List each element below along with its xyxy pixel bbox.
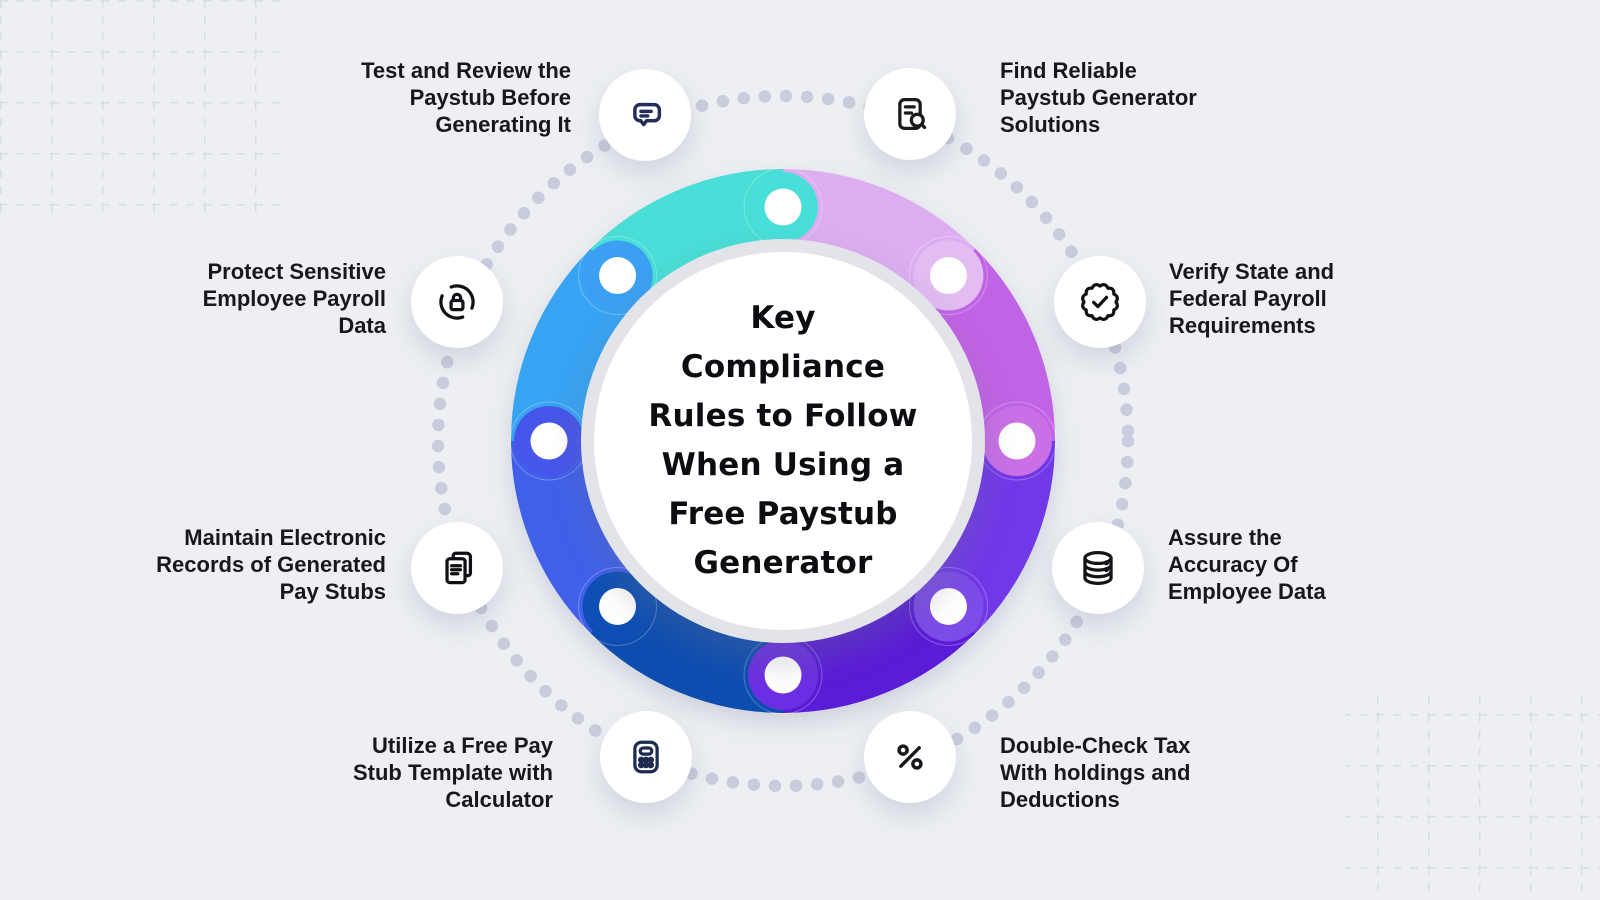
ring-node-dot <box>599 257 637 295</box>
grid-bottom-right <box>1345 688 1600 900</box>
label-assure-accuracy: Assure the Accuracy Of Employee Data <box>1168 524 1326 605</box>
label-line: Paystub Before <box>409 85 571 110</box>
badge-assure-accuracy <box>1052 522 1144 614</box>
ring-node-dot <box>998 422 1036 460</box>
label-line: Double-Check Tax <box>1000 733 1191 758</box>
label-line: Employee Data <box>1168 579 1326 604</box>
label-line: Test and Review the <box>361 58 571 83</box>
dotted-circle <box>431 89 1135 793</box>
badge-check-icon <box>1081 283 1119 321</box>
label-line: Records of Generated <box>156 552 386 577</box>
database-icon <box>1083 551 1113 585</box>
center-title: Key Compliance Rules to Follow When Usin… <box>594 252 972 630</box>
label-line: Generating It <box>435 112 571 137</box>
label-line: Requirements <box>1169 313 1316 338</box>
percent-icon <box>897 744 923 770</box>
ring-node-dot <box>530 422 568 460</box>
title-line: Rules to Follow <box>648 398 918 434</box>
label-line: Data <box>338 313 386 338</box>
ring-node-dot <box>599 587 637 625</box>
label-double-check-tax: Double-Check Tax With holdings and Deduc… <box>1000 732 1190 813</box>
node-hairline <box>578 236 658 316</box>
title-line: Free Paystub <box>668 496 898 532</box>
label-maintain-records: Maintain Electronic Records of Generated… <box>156 524 386 605</box>
label-line: Utilize a Free Pay <box>372 733 553 758</box>
title-line: Generator <box>693 545 873 581</box>
calculator-icon <box>633 740 659 774</box>
label-line: Employee Payroll <box>202 286 386 311</box>
center-circle: Key Compliance Rules to Follow When Usin… <box>581 239 985 643</box>
label-line: Federal Payroll <box>1169 286 1327 311</box>
label-find-reliable: Find Reliable Paystub Generator Solution… <box>1000 57 1197 138</box>
label-line: With holdings and <box>1000 760 1191 785</box>
badge-double-check-tax <box>864 711 956 803</box>
label-line: Accuracy Of <box>1168 552 1298 577</box>
node-hairline <box>908 236 988 316</box>
label-line: Maintain Electronic <box>184 525 386 550</box>
label-line: Calculator <box>445 787 553 812</box>
ring-node-dot <box>929 587 967 625</box>
label-line: Paystub Generator <box>1000 85 1197 110</box>
badge-protect-data <box>411 256 503 348</box>
document-search-icon <box>898 97 927 131</box>
node-hairline <box>578 566 658 646</box>
label-utilize-template: Utilize a Free Pay Stub Template with Ca… <box>353 732 553 813</box>
label-protect-data: Protect Sensitive Employee Payroll Data <box>203 258 386 339</box>
label-line: Verify State and <box>1169 259 1335 284</box>
lock-icon <box>439 284 475 320</box>
label-line: Deductions <box>1000 787 1120 812</box>
grid-top-left <box>0 0 288 218</box>
badge-maintain-records <box>411 522 503 614</box>
label-line: Stub Template with <box>352 760 553 785</box>
ring-node-dot <box>929 257 967 295</box>
label-line: Pay Stubs <box>279 579 386 604</box>
documents-icon <box>445 551 473 585</box>
ring-node-dot <box>764 656 802 694</box>
badge-utilize-template <box>600 711 692 803</box>
label-line: Protect Sensitive <box>207 259 386 284</box>
title-line: When Using a <box>661 447 905 483</box>
ring-node-dot <box>764 188 802 226</box>
label-line: Assure the <box>1168 525 1282 550</box>
label-line: Find Reliable <box>1000 58 1137 83</box>
chat-icon <box>633 102 662 127</box>
segment-ring <box>509 167 1057 715</box>
badge-test-review <box>599 69 691 161</box>
label-line: Solutions <box>1000 112 1101 137</box>
badge-verify-state <box>1054 256 1146 348</box>
node-hairline <box>908 566 988 646</box>
title-line: Key <box>750 300 816 336</box>
badge-find-reliable <box>864 68 956 160</box>
label-test-review: Test and Review the Paystub Before Gener… <box>361 57 571 138</box>
title-line: Compliance <box>680 349 886 385</box>
label-verify-state: Verify State and Federal Payroll Require… <box>1169 258 1334 339</box>
